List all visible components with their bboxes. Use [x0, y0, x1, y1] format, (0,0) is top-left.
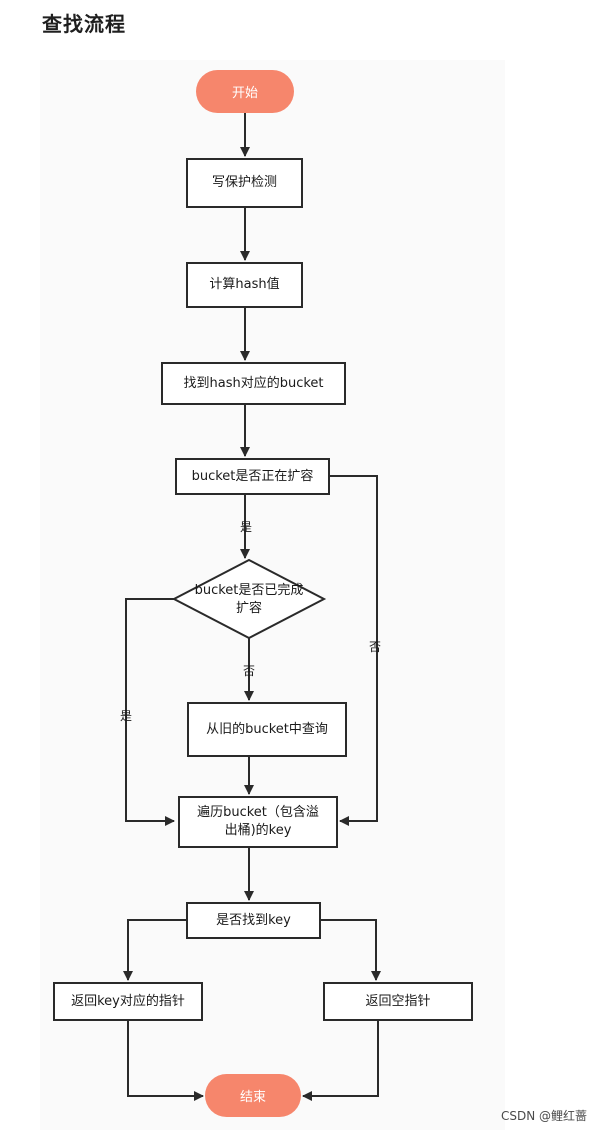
traverse-node: 遍历bucket（包含溢 出桶)的key — [178, 796, 338, 848]
return-ptr-node: 返回key对应的指针 — [53, 982, 203, 1021]
find-bucket-node: 找到hash对应的bucket — [161, 362, 346, 405]
bucket-growing-node: bucket是否正在扩容 — [175, 458, 330, 495]
bucket-done-decision-text: bucket是否已完成 扩容 — [176, 582, 322, 618]
page-title: 查找流程 — [42, 12, 126, 36]
label-yes-decision: 是 — [120, 709, 133, 723]
arrow-growing-no-to-traverse — [330, 475, 378, 826]
traverse-line2: 出桶)的key — [224, 823, 292, 838]
arrow-return-null-to-end — [302, 1021, 379, 1101]
arrow-found-to-return-null — [321, 919, 381, 981]
bucket-done-line2: 扩容 — [235, 601, 262, 616]
query-old-node: 从旧的bucket中查询 — [187, 702, 347, 757]
label-yes-growing: 是 — [240, 520, 253, 534]
label-no-decision: 否 — [243, 664, 256, 678]
decision-bucket-done-shape — [171, 558, 327, 640]
return-null-node: 返回空指针 — [323, 982, 473, 1021]
label-no-growing: 否 — [369, 640, 382, 654]
write-check-node: 写保护检测 — [186, 158, 303, 208]
arrow-found-to-return-ptr — [123, 919, 186, 981]
found-key-node: 是否找到key — [186, 902, 321, 939]
arrow-decision-yes-to-traverse — [125, 598, 175, 826]
end-node: 结束 — [205, 1074, 301, 1117]
calc-hash-node: 计算hash值 — [186, 262, 303, 308]
bucket-done-line1: bucket是否已完成 — [194, 583, 304, 598]
watermark: CSDN @鲤红蔷 — [500, 1109, 587, 1123]
traverse-line1: 遍历bucket（包含溢 — [197, 805, 319, 820]
arrow-return-ptr-to-end — [127, 1021, 204, 1101]
start-node: 开始 — [196, 70, 294, 113]
